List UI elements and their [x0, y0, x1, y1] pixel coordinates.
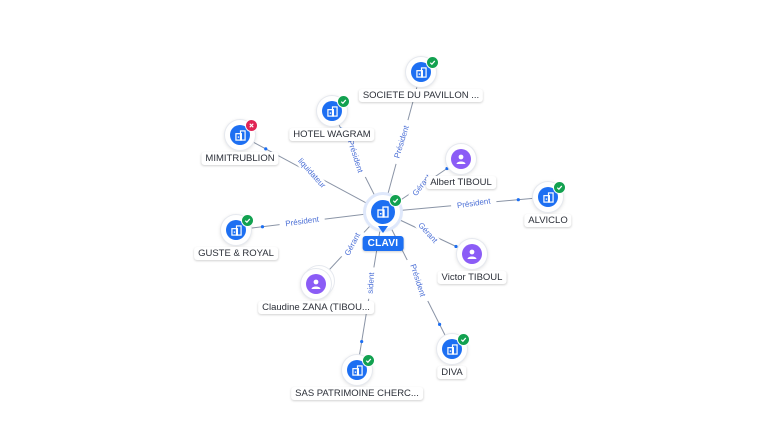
building-icon: [411, 62, 431, 82]
edge-label: Président: [408, 263, 427, 299]
edge-arrow: [516, 198, 520, 202]
active-check-icon: [337, 95, 350, 108]
edge-arrow: [445, 166, 449, 171]
edge-label: Président: [392, 124, 411, 160]
active-check-icon: [389, 194, 402, 207]
closed-cross-icon: [245, 119, 258, 132]
edge-label: liquidateur: [296, 157, 328, 191]
building-icon: [442, 339, 462, 359]
person-bubble[interactable]: [301, 269, 331, 299]
edge-label-bg: [450, 195, 497, 212]
edge-arrow: [326, 269, 330, 273]
edge-label-bg: [413, 217, 442, 249]
edge-label-bg: [405, 257, 430, 304]
center-label[interactable]: CLAVI: [362, 236, 404, 251]
active-check-icon: [362, 354, 375, 367]
edge-label-bg: [365, 266, 378, 300]
node-label[interactable]: GUSTE & ROYAL: [194, 247, 278, 260]
active-check-icon: [457, 333, 470, 346]
edge-arrow: [454, 244, 458, 249]
person-icon: [306, 274, 326, 294]
node-label[interactable]: ALVICLO: [524, 214, 572, 227]
node-label[interactable]: SAS PATRIMOINE CHERC...: [291, 387, 423, 400]
center-pin: [378, 226, 388, 233]
edge-label-bg: [343, 133, 367, 180]
edge-arrow: [260, 225, 265, 229]
edge-label-bg: [390, 118, 414, 166]
building-icon: [230, 125, 250, 145]
edge-label: Gérant: [343, 231, 363, 258]
active-check-icon: [241, 214, 254, 227]
building-icon: [226, 220, 246, 240]
edge-label-bg: [341, 228, 365, 261]
person-bubble[interactable]: [457, 239, 487, 269]
edge-alviclo: Président: [382, 195, 549, 213]
node-label[interactable]: Albert TIBOUL: [426, 176, 496, 189]
node-label[interactable]: HOTEL WAGRAM: [289, 128, 375, 141]
edge-arrow: [264, 147, 268, 151]
active-check-icon: [426, 56, 439, 69]
building-icon: [347, 360, 367, 380]
active-check-icon: [553, 181, 566, 194]
person-icon: [462, 244, 482, 264]
company-bubble[interactable]: [317, 96, 347, 126]
edge-label-bg: [289, 149, 334, 198]
person-icon: [451, 149, 471, 169]
edge-label-bg: [278, 213, 326, 231]
node-label[interactable]: Claudine ZANA (TIBOU...: [258, 301, 374, 314]
company-bubble[interactable]: [225, 120, 255, 150]
edge-label: sident: [366, 271, 377, 294]
edge-guste: Président: [235, 211, 384, 231]
person-bubble[interactable]: [446, 144, 476, 174]
node-label[interactable]: DIVA: [437, 366, 467, 379]
edge-label: Président: [346, 139, 365, 175]
edge-arrow: [437, 322, 442, 326]
building-icon: [538, 187, 558, 207]
node-label[interactable]: MIMITRUBLION: [201, 152, 279, 165]
node-label[interactable]: SOCIETE DU PAVILLON ...: [358, 89, 484, 102]
node-label[interactable]: Victor TIBOUL: [437, 271, 507, 284]
building-icon: [322, 101, 342, 121]
edge-arrow: [360, 339, 364, 344]
